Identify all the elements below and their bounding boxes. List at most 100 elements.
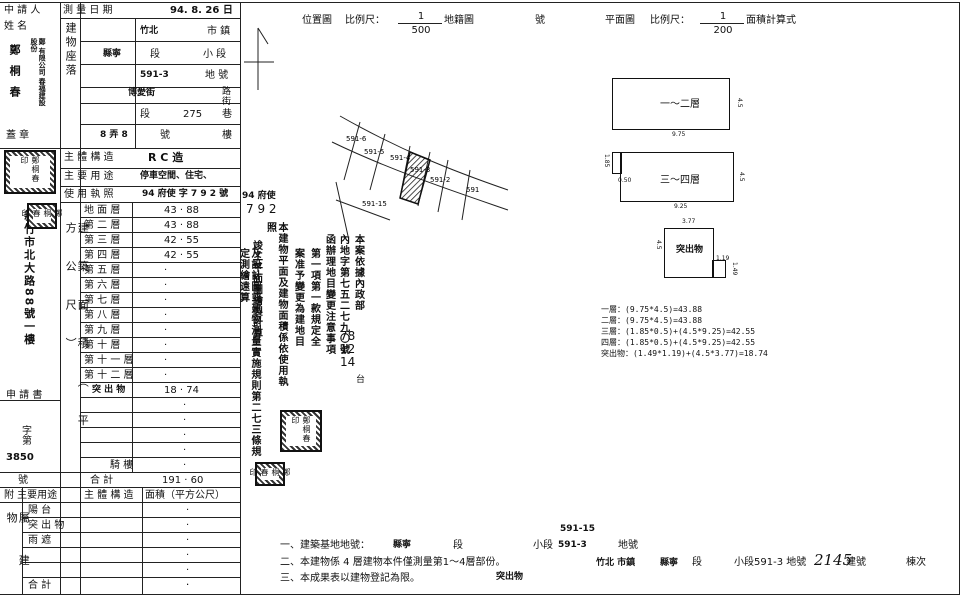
floor-label: 樓 bbox=[222, 130, 232, 141]
word-label: 字 第 bbox=[22, 426, 32, 447]
section-label: 段 bbox=[150, 49, 160, 60]
address-vertical: 新竹市北大路88號一樓 bbox=[22, 210, 36, 347]
footer-line2: 二、本建物係 4 層建物本件僅測量第1～4層部份。 bbox=[280, 557, 506, 568]
permit-label: 使 用 執 照 bbox=[64, 189, 114, 200]
note-col1: 本建物平面及建物面積係依使用執照 bbox=[264, 222, 288, 387]
lot: 591-3 bbox=[140, 70, 169, 80]
annex-use-header: 附 主要用途 bbox=[4, 490, 58, 501]
plan-scale-label: 比例尺： bbox=[650, 15, 690, 26]
floor-area: 43 · 88 bbox=[164, 220, 199, 231]
calc-line: 突出物：(1.49*1.19)+(4.5*3.77)=18.74 bbox=[601, 349, 768, 358]
floor-area: 42 · 55 bbox=[164, 235, 199, 246]
floor-name: 第 二 層 bbox=[84, 220, 121, 231]
plan-proj-h: 4.5 bbox=[655, 240, 662, 250]
location-map-label: 位置圖 bbox=[302, 15, 332, 26]
plan-floor-a-label: 一～二層 bbox=[660, 99, 700, 110]
plan-floor-3-4-notch bbox=[612, 152, 622, 174]
footer-line2-section: 縣寧 bbox=[660, 558, 679, 568]
floor-area: · bbox=[164, 280, 168, 291]
blank-row-area: · bbox=[183, 445, 187, 456]
blank-row-area: · bbox=[183, 400, 187, 411]
note-col2: 竣工平面圖繪製計算 bbox=[250, 240, 262, 339]
floor-area: · bbox=[164, 355, 168, 366]
annex-area: · bbox=[186, 520, 190, 531]
office-seal: 鄭桐春印 bbox=[280, 410, 322, 452]
calc-line: 二層：(9.75*4.5)=43.88 bbox=[601, 316, 703, 325]
annex-struct-header: 主 體 構 造 bbox=[84, 490, 134, 501]
footer-line2-num-suffix: 建號 bbox=[846, 557, 866, 568]
applicant-name: 鄭 桐 春 bbox=[8, 44, 22, 100]
location-scale-den: 500 bbox=[411, 25, 431, 36]
plan-floor-a-w: 9.75 bbox=[672, 131, 686, 138]
lane: 275 bbox=[183, 109, 203, 120]
annex-area: · bbox=[186, 535, 190, 546]
street-label: 路 街 bbox=[222, 87, 232, 107]
note-col6: 函辦理地目變更注意事項 bbox=[323, 234, 335, 355]
number-label: 號 bbox=[160, 130, 170, 141]
footer-line2-sub: 小段591-3 地號 bbox=[734, 557, 807, 568]
annex-area: · bbox=[186, 550, 190, 561]
annex-area: · bbox=[186, 565, 190, 576]
parcel-label: 591-4 bbox=[390, 154, 411, 162]
footer-line2-end: 棟次 bbox=[906, 557, 926, 568]
plan-proj-small-h: 1.49 bbox=[731, 262, 738, 276]
plan-floor-b-w: 9.25 bbox=[674, 203, 688, 210]
floor-area: · bbox=[164, 325, 168, 336]
plan-floor-b-notch-w: 0.50 bbox=[618, 177, 632, 184]
city: 竹北 bbox=[140, 26, 159, 36]
alley: 8 弄 8 bbox=[100, 130, 128, 140]
name-label: 姓 名 bbox=[4, 21, 28, 32]
plan-proj-w: 3.77 bbox=[682, 218, 696, 225]
cadastral-number-label: 號 bbox=[535, 15, 545, 26]
footer-line2-city: 竹北 市鎮 bbox=[596, 558, 636, 568]
use-label: 主 要 用 途 bbox=[64, 171, 114, 182]
balcony-area: 18 · 74 bbox=[164, 385, 199, 396]
footer-line1-seg: 段 bbox=[453, 540, 463, 551]
note-nums: 78 12 14 bbox=[340, 329, 356, 370]
location-label: 建物座落 bbox=[64, 22, 78, 78]
seal-label: 蓋 章 bbox=[6, 130, 30, 141]
plan-proj-small-w: 1.19 bbox=[716, 255, 730, 262]
plan-proj-label: 突出物 bbox=[676, 245, 704, 255]
parcel-label: 591-15 bbox=[362, 200, 387, 208]
plan-floor-a-h: 4.5 bbox=[736, 98, 743, 108]
scale-label: 比例尺： bbox=[345, 15, 385, 26]
footer-line1-prefix: 一、建築基地地號： bbox=[280, 540, 370, 551]
plan-projection bbox=[664, 228, 714, 278]
plan-floor-b-notch-h: 1.85 bbox=[603, 154, 610, 168]
floor-area: · bbox=[164, 295, 168, 306]
app-number-label: 號 bbox=[18, 475, 28, 486]
floor-name: 第 十 層 bbox=[84, 340, 121, 351]
floor-name: 第 四 層 bbox=[84, 250, 121, 261]
floor-area: · bbox=[164, 370, 168, 381]
blank-row-area: · bbox=[183, 415, 187, 426]
footer-line1-suffix: 地號 bbox=[618, 540, 638, 551]
note-col8: 案准予變更為建地目 bbox=[292, 248, 304, 347]
footer-line2-num: 2145 bbox=[814, 551, 853, 569]
annex-use: 突 出 物 bbox=[28, 520, 65, 531]
plan-floor-1-2 bbox=[612, 78, 730, 130]
footer-line3-item: 突出物 bbox=[496, 572, 524, 582]
annex-total-area: · bbox=[186, 580, 190, 591]
parcel-label: 591 bbox=[466, 186, 479, 194]
lane-label: 段 bbox=[140, 109, 150, 120]
use: 停車空間、住宅、 bbox=[140, 171, 213, 181]
note-nums-suffix: 台 bbox=[356, 375, 366, 385]
footer-line3: 三、本成果表以建物登記為限。 bbox=[280, 573, 420, 584]
survey-date-label: 測 量 日 期 bbox=[63, 5, 113, 16]
parcel-label: 591-3 bbox=[410, 166, 430, 174]
area-label: 建 築 面 積 （ 平 方 公 尺 ） bbox=[64, 222, 90, 438]
floor-area: · bbox=[164, 265, 168, 276]
plan-floor-3-4 bbox=[620, 152, 734, 202]
arcade-label: 騎 樓 bbox=[110, 460, 134, 471]
applicant-company: 鄭 有限公司 春福建設股份 bbox=[30, 38, 47, 106]
applicant-label: 中 請 人 bbox=[4, 5, 41, 16]
parcel-label: 591-5 bbox=[364, 148, 384, 156]
city-suffix: 市 鎮 bbox=[207, 26, 231, 37]
plan-projection-small bbox=[712, 260, 726, 278]
target-parcel bbox=[399, 150, 431, 205]
floor-name: 第 八 層 bbox=[84, 310, 121, 321]
cadastral-label: 地籍圖 bbox=[444, 15, 474, 26]
location-map: 591-6 591-5 591-4 591-3 591-2 591 591-15 bbox=[244, 27, 509, 237]
floor-area: · bbox=[164, 340, 168, 351]
